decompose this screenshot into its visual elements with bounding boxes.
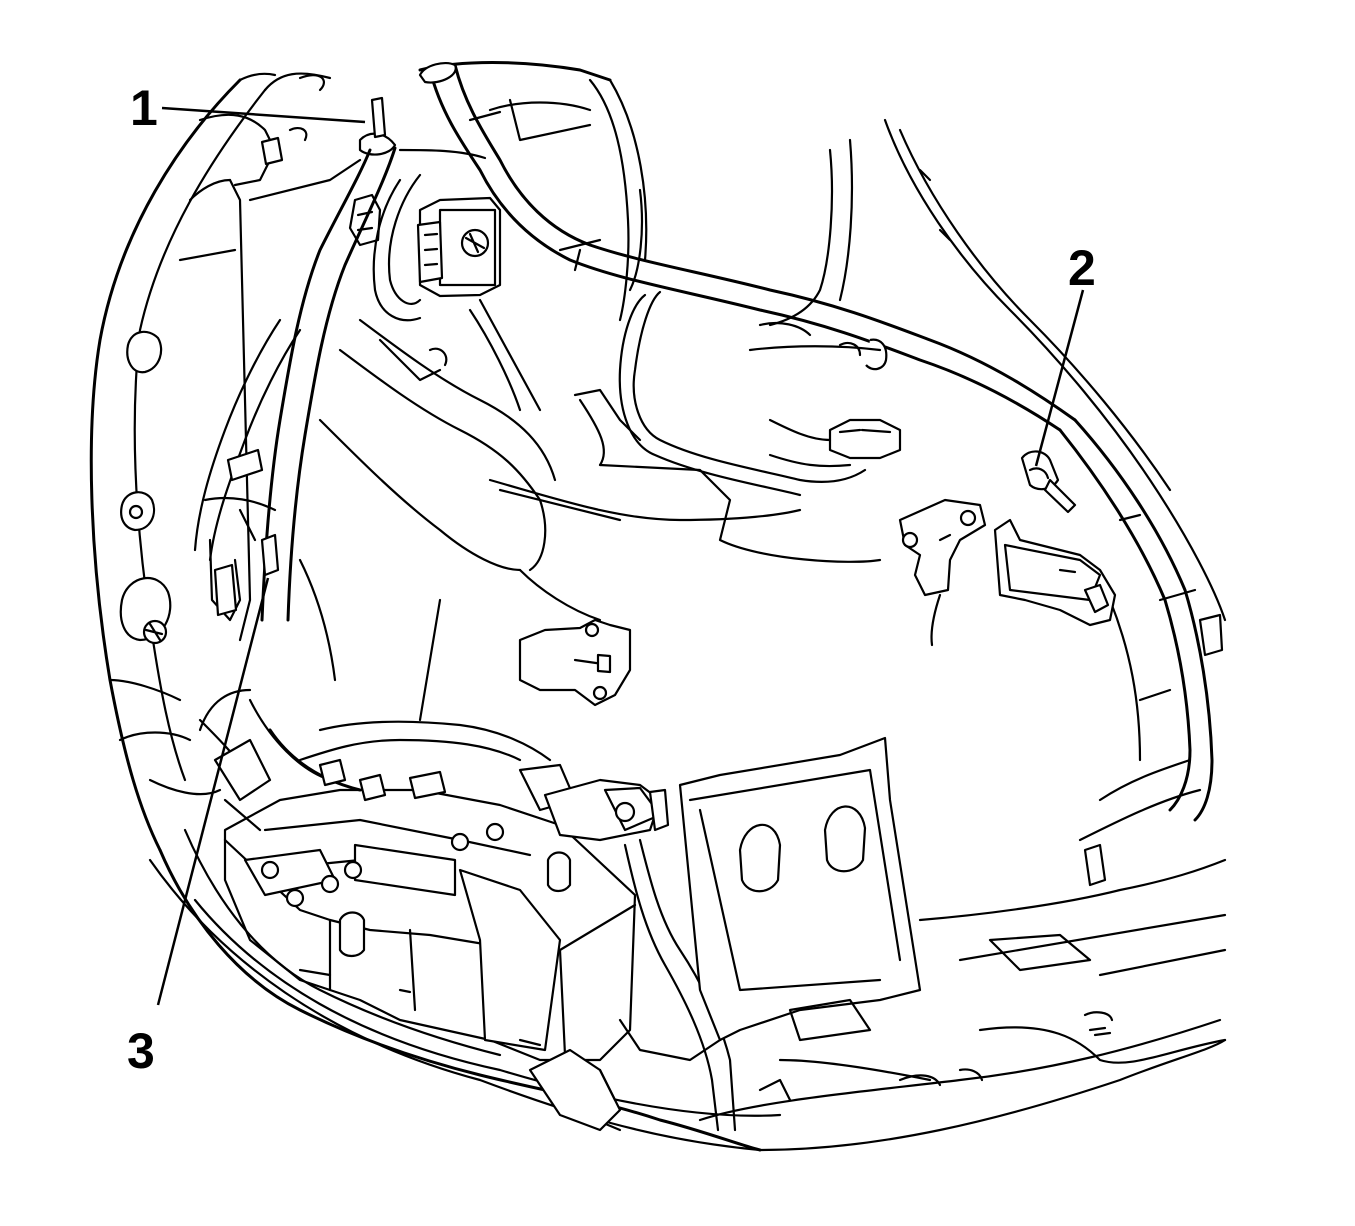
- callout-1: 1: [130, 80, 158, 136]
- wiring-harness-right: [1058, 418, 1224, 887]
- harness-connector-upper-right: [768, 418, 902, 468]
- battery: [223, 788, 637, 1062]
- mounting-bracket-center: [518, 618, 632, 707]
- side-impact-sensor: [898, 498, 987, 647]
- wiring-harness-upper: [418, 61, 1077, 497]
- rear-window-frame: [418, 61, 1227, 622]
- leader-lines: [156, 106, 1085, 1006]
- fuse-relay-module: [348, 193, 502, 298]
- trunk-floor: [148, 858, 1227, 1152]
- left-inner-pillar: [178, 74, 362, 642]
- seatbelt-retractor-module: [993, 518, 1117, 627]
- leader-line-1: [161, 106, 366, 124]
- callout-2: 2: [1068, 240, 1096, 296]
- battery-cables: [198, 688, 737, 1132]
- left-body-panel: [89, 72, 332, 852]
- callout-3: 3: [127, 1023, 155, 1079]
- battery-tray-bracket: [678, 736, 922, 1042]
- wiring-harness-left: [193, 96, 487, 622]
- leader-line-3: [156, 577, 270, 1006]
- rear-sill-panel: [158, 828, 984, 1152]
- rear-bulkhead: [298, 298, 882, 722]
- harness-retainer-2: [1020, 450, 1077, 514]
- leader-line-2: [1034, 289, 1085, 467]
